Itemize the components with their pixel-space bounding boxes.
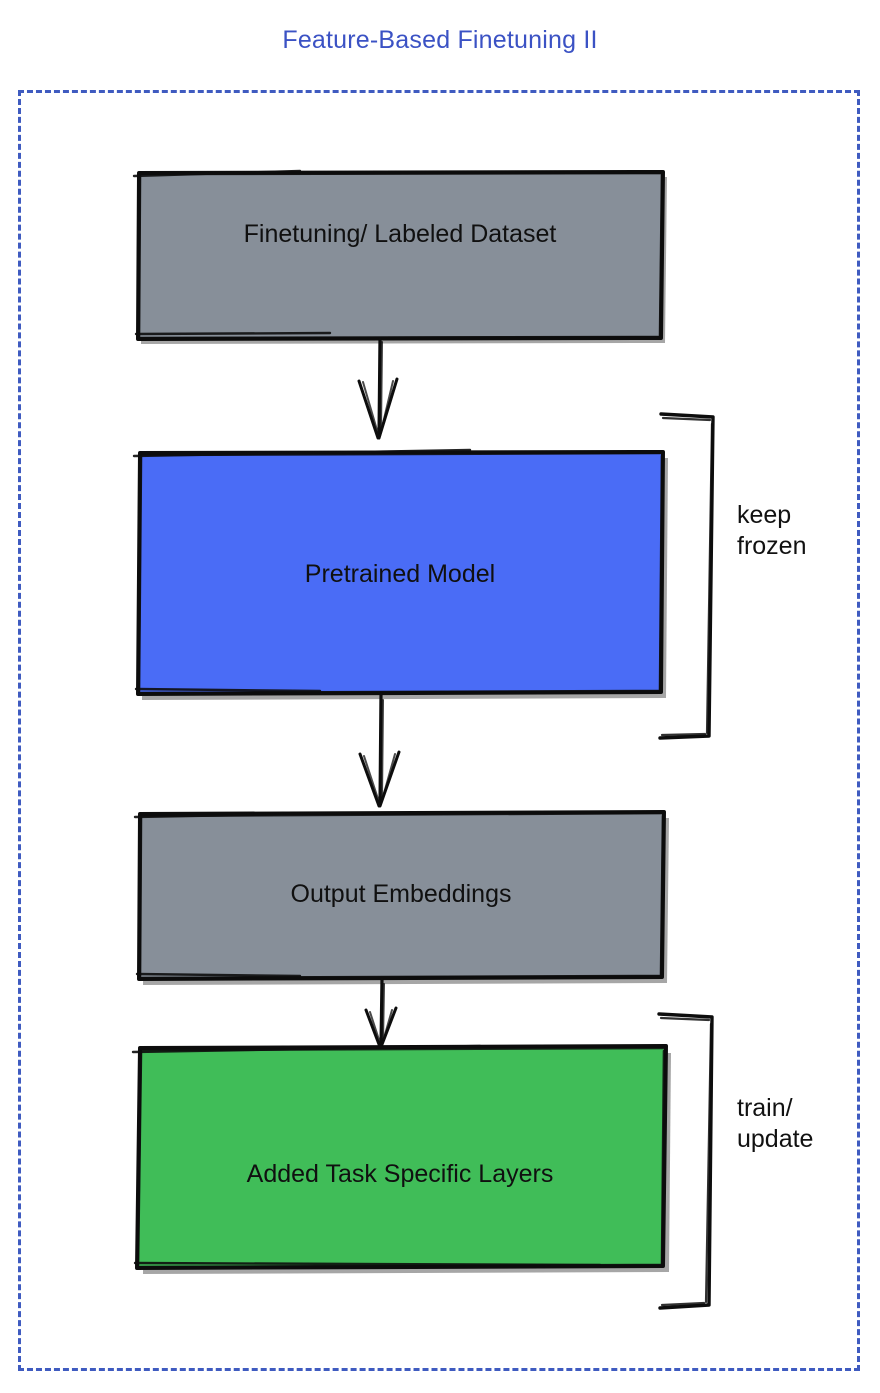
node-embeddings-label: Output Embeddings <box>290 880 512 908</box>
outer-dashed-frame <box>18 90 860 1371</box>
page-title: Feature-Based Finetuning II <box>282 26 598 54</box>
annotation-keep-frozen: keep frozen <box>737 501 807 560</box>
node-pretrained-label: Pretrained Model <box>304 560 496 588</box>
node-dataset-label: Finetuning/ Labeled Dataset <box>243 220 557 248</box>
annotation-train-update: train/ update <box>737 1094 814 1153</box>
node-task-layers-label: Added Task Specific Layers <box>246 1160 554 1188</box>
